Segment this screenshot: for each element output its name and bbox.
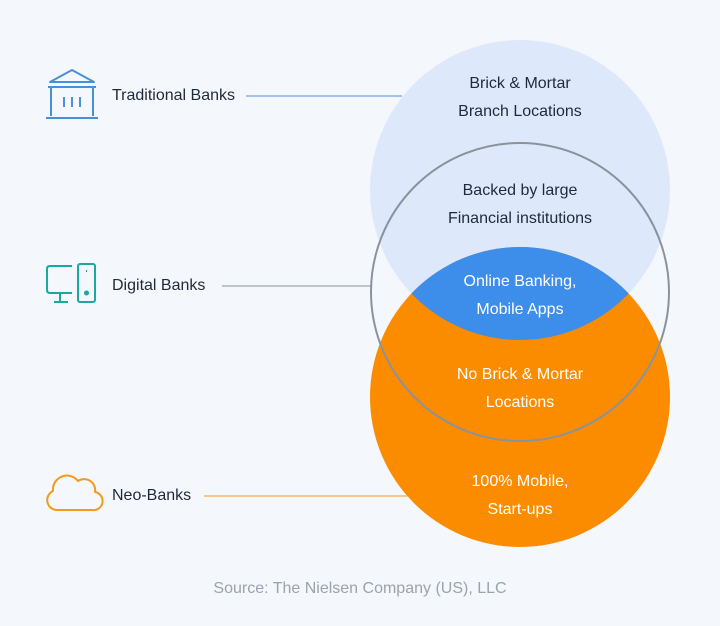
region-lower-line1: No Brick & Mortar (457, 366, 584, 383)
traditional-banks-circle (370, 40, 670, 340)
bank-building-icon (46, 69, 98, 119)
region-overlap-line2: Mobile Apps (476, 301, 563, 318)
neo-banks-circle (370, 247, 670, 547)
region-bottom-line2: Start-ups (488, 501, 553, 518)
region-overlap-line1: Online Banking, (464, 273, 577, 290)
region-lower-line2: Locations (486, 394, 555, 411)
label-neo-banks: Neo-Banks (112, 487, 191, 504)
region-bottom-line1: 100% Mobile, (472, 473, 569, 490)
label-digital-banks: Digital Banks (112, 277, 205, 294)
label-traditional-banks: Traditional Banks (112, 87, 235, 104)
desktop-mobile-icon (46, 263, 96, 303)
region-middle-line2: Financial institutions (448, 210, 592, 227)
region-middle-line1: Backed by large (463, 182, 578, 199)
source-caption: Source: The Nielsen Company (US), LLC (213, 580, 507, 597)
digital-banks-circle (370, 142, 670, 442)
region-top-line1: Brick & Mortar (469, 75, 571, 92)
region-top-line2: Branch Locations (458, 103, 582, 120)
cloud-icon (46, 474, 104, 512)
